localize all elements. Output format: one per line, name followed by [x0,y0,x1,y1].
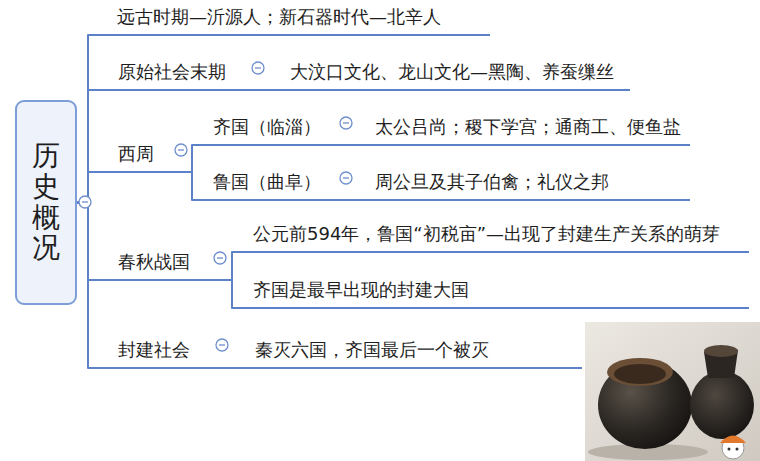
topic-node: 西周 [95,142,170,173]
branch-line [77,203,95,369]
collapse-icon [175,144,187,156]
mascot-eye [728,448,731,451]
topic-text: 春秋战国 [118,250,190,273]
collapse-icon [340,172,352,184]
branch-line [210,367,237,369]
collapse-icon [214,252,226,264]
topic-text: 封建社会 [118,338,190,361]
collapse-icon [340,117,352,129]
collapse-icon [252,62,264,74]
branch-line [335,199,357,201]
topic-node: 鲁国（曲阜） [197,170,335,201]
branch-line [210,252,237,280]
pottery-neck-rim [704,345,738,357]
topic-node: 春秋战国 [95,250,210,281]
branch-line [335,144,357,146]
branch-line [210,280,237,308]
photo-ground [585,322,760,461]
collapse-minus [178,149,184,150]
collapse-minus [82,201,88,202]
pottery-jar [690,371,754,439]
collapse-minus [343,177,349,178]
topic-node: 原始社会末期 [95,60,245,91]
topic-text: 鲁国（曲阜） [213,170,321,193]
branch-line [77,203,95,281]
topic-text: 秦灭六国，齐国最后一个被灭 [255,338,489,361]
branch-line [170,145,197,172]
topic-text: 周公旦及其子伯禽；礼仪之邦 [375,170,609,193]
topic-text: 历史概况 [32,141,60,264]
topic-text: 远古时期—沂源人；新石器时代—北辛人 [117,5,441,28]
branch-line [170,172,197,200]
topic-node: 周公旦及其子伯禽；礼仪之邦 [357,170,690,201]
collapse-minus [343,122,349,123]
collapse-icon [79,196,91,208]
collapse-minus [219,344,225,345]
topic-node: 齐国（临淄） [197,115,335,146]
topic-node: 秦灭六国，齐国最后一个被灭 [237,338,582,369]
root-topic: 历史概况 [15,100,77,305]
topic-node: 太公吕尚；稷下学宫；通商工、便鱼盐 [357,115,690,146]
pottery-rim [607,358,673,386]
topic-text: 齐国是最早出现的封建大国 [253,278,469,301]
topic-text: 齐国（临淄） [213,115,321,138]
collapse-minus [217,257,223,258]
branch-line [245,89,270,91]
topic-text: 西周 [118,142,154,165]
mascot-hat [720,436,746,444]
collapse-minus [255,67,261,68]
topic-node: 封建社会 [95,338,210,369]
topic-text: 公元前594年，鲁国“初税亩”—出现了封建生产关系的萌芽 [253,222,720,245]
branch-line [77,90,95,203]
topic-text: 原始社会末期 [118,60,226,83]
topic-text: 太公吕尚；稷下学宫；通商工、便鱼盐 [375,115,681,138]
topic-node: 大汶口文化、龙山文化—黑陶、养蚕缫丝 [270,60,630,91]
topic-node: 远古时期—沂源人；新石器时代—北辛人 [95,5,490,36]
branch-line [77,35,95,203]
topic-text: 大汶口文化、龙山文化—黑陶、养蚕缫丝 [290,60,614,83]
mascot-eye [736,448,739,451]
pottery-mouth [614,364,666,384]
topic-node: 公元前594年，鲁国“初税亩”—出现了封建生产关系的萌芽 [237,222,749,253]
collapse-icon [216,339,228,351]
topic-node: 齐国是最早出现的封建大国 [237,278,749,309]
